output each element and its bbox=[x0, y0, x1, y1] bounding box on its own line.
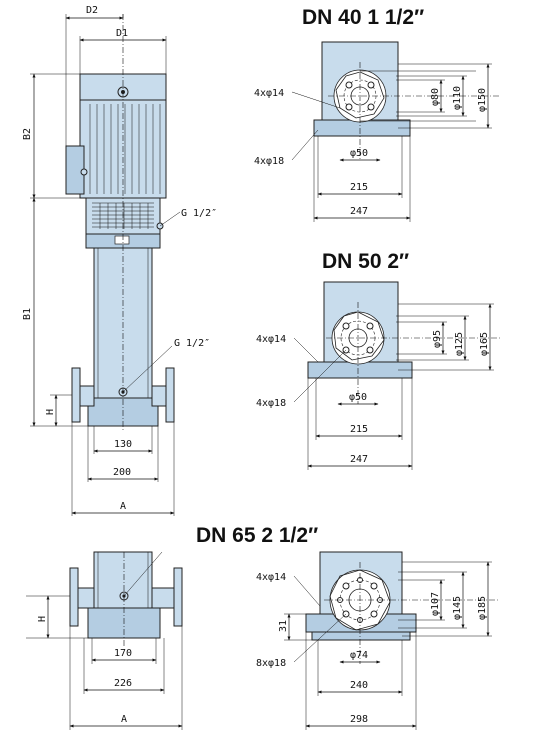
dn50-d165: φ165 bbox=[479, 332, 490, 356]
dn65-side-view bbox=[69, 551, 183, 648]
dn50-d125: φ125 bbox=[454, 332, 465, 356]
label-200: 200 bbox=[113, 467, 131, 478]
dn65-h31: 31 bbox=[278, 620, 289, 632]
pump-side-view bbox=[65, 14, 175, 430]
dn40-w215: 215 bbox=[350, 182, 368, 193]
dn65-w298: 298 bbox=[350, 714, 368, 725]
label-d1: D1 bbox=[116, 28, 128, 39]
dn40-bolt-holes: 4xφ14 bbox=[254, 88, 284, 99]
title-dn50: DN 50 2″ bbox=[322, 250, 409, 273]
label-g-bottom: G 1/2″ bbox=[174, 338, 210, 349]
dn65-d185: φ185 bbox=[477, 596, 488, 620]
dn40-d110: φ110 bbox=[452, 86, 463, 110]
dn50-w215: 215 bbox=[350, 424, 368, 435]
dn65-d107: φ107 bbox=[430, 592, 441, 616]
dn65-bolt-holes: 4xφ14 bbox=[256, 572, 286, 583]
dn65-top-view bbox=[305, 551, 500, 664]
label-d2: D2 bbox=[86, 5, 98, 16]
dn65-side-a: A bbox=[121, 714, 127, 725]
dn50-d50: φ50 bbox=[349, 392, 367, 403]
dn50-top-view bbox=[307, 281, 500, 404]
label-h: H bbox=[45, 409, 56, 415]
dn40-w247: 247 bbox=[350, 206, 368, 217]
label-226: 226 bbox=[114, 678, 132, 689]
dn50-base-holes: 4xφ18 bbox=[256, 398, 286, 409]
dn65-w240: 240 bbox=[350, 680, 368, 691]
dn40-d150: φ150 bbox=[477, 88, 488, 112]
dn50-w247: 247 bbox=[350, 454, 368, 465]
label-170: 170 bbox=[114, 648, 132, 659]
title-dn65: DN 65 2 1/2″ bbox=[196, 524, 318, 547]
dn40-base-holes: 4xφ18 bbox=[254, 156, 284, 167]
dn65-d145: φ145 bbox=[452, 596, 463, 620]
label-130: 130 bbox=[114, 439, 132, 450]
dn65-dimensions: 4xφ14 8xφ18 31 φ107 φ145 φ185 φ74 240 29… bbox=[256, 561, 492, 730]
label-b2: B2 bbox=[22, 128, 33, 140]
label-b1: B1 bbox=[22, 308, 33, 320]
dn40-dimensions: 4xφ14 4xφ18 φ80 φ110 φ150 φ50 215 247 bbox=[254, 63, 492, 222]
dn65-side-h: H bbox=[37, 616, 48, 622]
dn65-d74: φ74 bbox=[350, 650, 368, 661]
label-g-top: G 1/2″ bbox=[181, 208, 217, 219]
dn40-d80: φ80 bbox=[430, 88, 441, 106]
label-a: A bbox=[120, 501, 126, 512]
side-view-dimensions: D2 D1 B2 B1 H G 1/2″ G 1/2″ 130 200 A bbox=[22, 5, 217, 516]
dn50-d95: φ95 bbox=[432, 330, 443, 348]
dn50-dimensions: 4xφ14 4xφ18 φ95 φ125 φ165 φ50 215 247 bbox=[256, 303, 494, 470]
dn65-side-dimensions: H 170 226 A bbox=[26, 595, 183, 730]
dn40-top-view bbox=[313, 41, 500, 160]
dn50-bolt-holes: 4xφ14 bbox=[256, 334, 286, 345]
dn40-d50: φ50 bbox=[350, 148, 368, 159]
dn65-base-holes: 8xφ18 bbox=[256, 658, 286, 669]
title-dn40: DN 40 1 1/2″ bbox=[302, 6, 424, 29]
